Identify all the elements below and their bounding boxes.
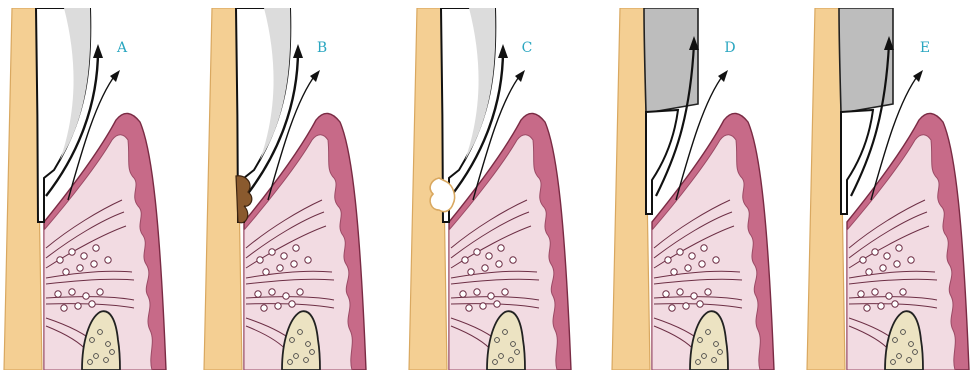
fiber-bundle-circle <box>291 261 297 267</box>
root-cavity <box>430 178 454 212</box>
fiber-bundle-circle <box>105 257 111 263</box>
fiber-bundle-circle <box>283 293 289 299</box>
fiber-bundle-circle <box>81 253 87 259</box>
fiber-bundle-circle <box>896 245 902 251</box>
fiber-bundle-circle <box>663 291 669 297</box>
fiber-bundle-circle <box>486 253 492 259</box>
fiber-bundle-circle <box>900 289 906 295</box>
fiber-bundle-circle <box>872 249 878 255</box>
arrowhead-icon <box>93 44 103 58</box>
fiber-bundle-circle <box>255 291 261 297</box>
fiber-bundle-circle <box>77 265 83 271</box>
fiber-bundle-circle <box>878 303 884 309</box>
fiber-bundle-circle <box>297 289 303 295</box>
fiber-bundle-circle <box>91 261 97 267</box>
fiber-bundle-circle <box>269 289 275 295</box>
fiber-bundle-circle <box>93 245 99 251</box>
fiber-bundle-circle <box>494 301 500 307</box>
panel-e: E <box>807 8 969 370</box>
panel-c: C <box>409 8 571 370</box>
fiber-bundle-circle <box>880 265 886 271</box>
panel-a: A <box>4 8 166 370</box>
restoration-crown <box>644 8 698 112</box>
fiber-bundle-circle <box>685 265 691 271</box>
panel-label: E <box>920 40 930 56</box>
fiber-bundle-circle <box>480 303 486 309</box>
fiber-bundle-circle <box>69 249 75 255</box>
fiber-bundle-circle <box>269 249 275 255</box>
fiber-bundle-circle <box>502 289 508 295</box>
panel-d: D <box>612 8 774 370</box>
fiber-bundle-circle <box>908 257 914 263</box>
fiber-bundle-circle <box>474 289 480 295</box>
panel-content <box>409 8 571 370</box>
fiber-bundle-circle <box>83 293 89 299</box>
fiber-bundle-circle <box>701 245 707 251</box>
fiber-bundle-circle <box>263 269 269 275</box>
fiber-bundle-circle <box>677 249 683 255</box>
fiber-bundle-circle <box>713 257 719 263</box>
fiber-bundle-circle <box>293 245 299 251</box>
fiber-bundle-circle <box>665 257 671 263</box>
fiber-bundle-circle <box>699 261 705 267</box>
fiber-bundle-circle <box>697 301 703 307</box>
panel-b: B <box>204 8 366 370</box>
panel-label: A <box>116 40 128 56</box>
fiber-bundle-circle <box>498 245 504 251</box>
arrowhead-icon <box>293 44 303 58</box>
fiber-bundle-circle <box>63 269 69 275</box>
fiber-bundle-circle <box>691 293 697 299</box>
fiber-bundle-circle <box>468 269 474 275</box>
fiber-bundle-circle <box>466 305 472 311</box>
fiber-bundle-circle <box>894 261 900 267</box>
fiber-bundle-circle <box>872 289 878 295</box>
fiber-bundle-circle <box>705 289 711 295</box>
fiber-bundle-circle <box>460 291 466 297</box>
fiber-bundle-circle <box>305 257 311 263</box>
fiber-bundle-circle <box>669 305 675 311</box>
fiber-bundle-circle <box>866 269 872 275</box>
fiber-bundle-circle <box>75 303 81 309</box>
panel-content <box>204 8 366 370</box>
fiber-bundle-circle <box>860 257 866 263</box>
fiber-bundle-circle <box>289 301 295 307</box>
fiber-bundle-circle <box>683 303 689 309</box>
fiber-bundle-circle <box>97 289 103 295</box>
fiber-bundle-circle <box>281 253 287 259</box>
fiber-bundle-circle <box>858 291 864 297</box>
fiber-bundle-circle <box>261 305 267 311</box>
fiber-bundle-circle <box>57 257 63 263</box>
fiber-bundle-circle <box>677 289 683 295</box>
fiber-bundle-circle <box>257 257 263 263</box>
fiber-bundle-circle <box>886 293 892 299</box>
panel-label: B <box>317 40 327 56</box>
fiber-bundle-circle <box>61 305 67 311</box>
fiber-bundle-circle <box>474 249 480 255</box>
fiber-bundle-circle <box>510 257 516 263</box>
fiber-bundle-circle <box>275 303 281 309</box>
fiber-bundle-circle <box>689 253 695 259</box>
fiber-bundle-circle <box>462 257 468 263</box>
panel-label: C <box>522 40 533 56</box>
panel-content <box>807 8 969 370</box>
restoration-crown <box>839 8 893 112</box>
panel-content <box>612 8 774 370</box>
panel-content <box>4 8 166 370</box>
arrowhead-icon <box>498 44 508 58</box>
fiber-bundle-circle <box>89 301 95 307</box>
fiber-bundle-circle <box>864 305 870 311</box>
fiber-bundle-circle <box>55 291 61 297</box>
fiber-bundle-circle <box>884 253 890 259</box>
fiber-bundle-circle <box>277 265 283 271</box>
fiber-bundle-circle <box>69 289 75 295</box>
fiber-bundle-circle <box>892 301 898 307</box>
fiber-bundle-circle <box>488 293 494 299</box>
panel-label: D <box>724 40 735 56</box>
fiber-bundle-circle <box>496 261 502 267</box>
fiber-bundle-circle <box>482 265 488 271</box>
fiber-bundle-circle <box>671 269 677 275</box>
